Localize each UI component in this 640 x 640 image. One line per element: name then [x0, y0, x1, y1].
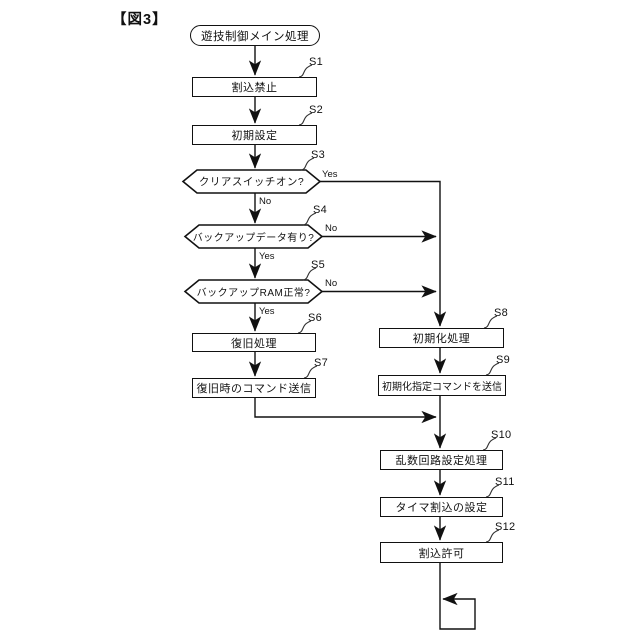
- leader-s3: [300, 157, 315, 171]
- decision-s5-backup-ram-label: バックアップRAM正常?: [196, 288, 311, 299]
- decision-s5-shape: [183, 279, 324, 304]
- arrow-main-loop: [439, 563, 476, 630]
- process-s11-timer-interrupt-setting: タイマ割込の設定: [380, 497, 503, 517]
- step-number-s1: S1: [309, 56, 324, 68]
- leader-s10: [482, 437, 497, 451]
- arrow-s3-yes-to-s8: [320, 180, 447, 327]
- arrow-s7-to-merge: [254, 398, 437, 424]
- leader-s5: [302, 267, 317, 281]
- step-number-s8: S8: [494, 307, 509, 319]
- process-s9-init-command-send: 初期化指定コマンドを送信: [378, 375, 506, 396]
- step-number-s7: S7: [314, 357, 329, 369]
- branch-label-s5-yes: Yes: [259, 306, 275, 317]
- branch-label-s4-yes: Yes: [259, 251, 275, 262]
- figure-label: 【図3】: [112, 12, 168, 28]
- start-terminal: 遊技制御メイン処理: [190, 25, 320, 46]
- decision-s4-backup-data-label: バックアップデータ有り?: [192, 233, 315, 244]
- step-number-s3: S3: [311, 149, 326, 161]
- step-number-s2: S2: [309, 104, 324, 116]
- decision-s4-shape: [183, 224, 324, 249]
- process-s7-restore-command-send: 復旧時のコマンド送信: [192, 378, 316, 398]
- branch-label-s5-no: No: [325, 278, 338, 289]
- leader-s2: [298, 112, 313, 126]
- branch-label-s3-no: No: [259, 196, 272, 207]
- leader-s6: [297, 320, 312, 334]
- process-s10-random-circuit-setting: 乱数回路設定処理: [380, 450, 503, 470]
- step-number-s10: S10: [491, 429, 512, 441]
- leader-s12: [485, 529, 500, 543]
- process-s6-restore: 復旧処理: [192, 333, 316, 352]
- leader-s8: [483, 315, 498, 329]
- step-number-s5: S5: [311, 259, 326, 271]
- process-s2-initial-settings: 初期設定: [192, 125, 317, 145]
- process-s12-interrupt-enable: 割込許可: [380, 542, 503, 563]
- leader-s11: [485, 484, 500, 498]
- leader-s9: [485, 362, 500, 376]
- decision-s3-shape: [181, 169, 322, 194]
- step-number-s11: S11: [495, 476, 515, 488]
- step-number-s4: S4: [313, 204, 328, 216]
- step-number-s6: S6: [308, 312, 323, 324]
- step-number-s9: S9: [496, 354, 511, 366]
- process-s8-initialize: 初期化処理: [379, 328, 504, 348]
- leader-s4: [302, 212, 317, 226]
- leader-s1: [298, 64, 313, 78]
- process-s1-interrupt-disable: 割込禁止: [192, 77, 317, 97]
- step-number-s12: S12: [495, 521, 516, 533]
- branch-label-s4-no: No: [325, 223, 338, 234]
- branch-label-s3-yes: Yes: [322, 169, 338, 180]
- leader-s7: [303, 365, 318, 379]
- decision-s3-clear-switch-label: クリアスイッチオン?: [198, 176, 305, 188]
